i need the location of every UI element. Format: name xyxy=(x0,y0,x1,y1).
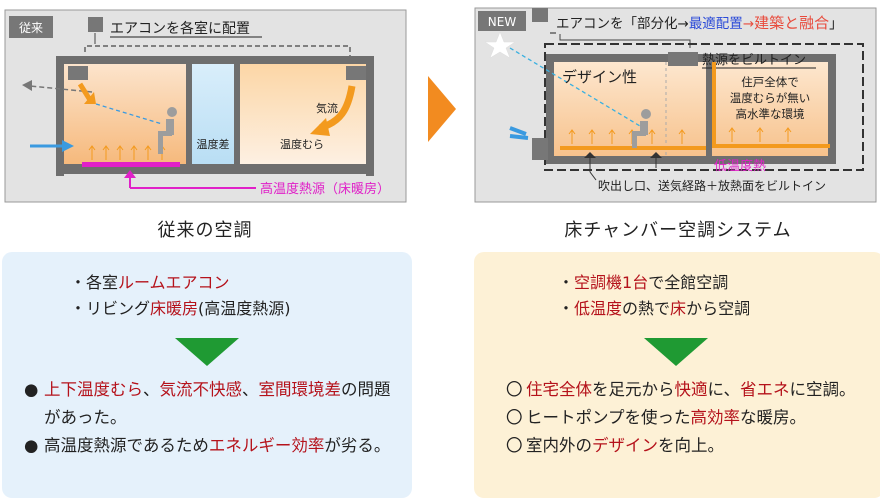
outlet-text: 吹出し口、送気経路＋放熱面をビルトイン xyxy=(598,178,826,193)
design-label: デザイン性 xyxy=(562,68,637,86)
left-bullet-1: ・各室ルームエアコン xyxy=(70,273,230,292)
right-summary-panel: ・空調機1台で全館空調 ・低温度の熱で床から空調 〇住宅全体を足元から快適に、省… xyxy=(474,252,880,498)
airflow-label: 気流 xyxy=(316,101,338,115)
conventional-diagram: 従来 エアコンを各室に配置 気流 温度差 温度むら xyxy=(4,9,407,203)
left-top-label: エアコンを各室に配置 xyxy=(110,20,250,37)
floor-chamber-unit xyxy=(532,138,548,160)
left-caption: 従来の空調 xyxy=(157,220,253,241)
left-results: ●上下温度むら、気流不快感、室間環境差の問題があった。 ●高温度熱源であるためエ… xyxy=(24,376,394,460)
right-bullet-1: ・空調機1台で全館空調 xyxy=(558,273,729,292)
right-caption: 床チャンバー空調システム xyxy=(564,220,792,241)
left-result-1: ●上下温度むら、気流不快感、室間環境差の問題があった。 xyxy=(24,380,391,427)
heat-builtin-label: 熱源をビルトイン xyxy=(702,53,806,68)
warm-room-new-left xyxy=(554,62,706,156)
right-bullets: ・空調機1台で全館空調 ・低温度の熱で床から空調 xyxy=(558,270,750,322)
right-top-label: エアコンを「部分化→最適配置→建築と融合」 xyxy=(556,14,843,32)
house-text-3: 高水準な環境 xyxy=(736,107,805,121)
left-summary-panel: ・各室ルームエアコン ・リビング床暖房(高温度熱源) ●上下温度むら、気流不快感… xyxy=(2,252,412,498)
right-result-3: 〇室内外のデザインを向上。 xyxy=(506,436,724,455)
aircon-unit-left xyxy=(68,66,88,80)
heat-source-label: 高温度熱源（床暖房） xyxy=(260,181,390,197)
right-results: 〇住宅全体を足元から快適に、省エネに空調。 〇ヒートポンプを使った高効率な暖房。… xyxy=(506,376,866,460)
aircon-unit-right xyxy=(346,66,366,80)
left-result-2: ●高温度熱源であるためエネルギー効率が劣る。 xyxy=(24,436,391,455)
aircon-legend-icon xyxy=(88,17,103,32)
temp-unevenness-label: 温度むら xyxy=(280,137,324,151)
down-arrow-icon-right xyxy=(644,338,708,366)
warm-room-new-right xyxy=(712,62,828,156)
right-bullet-2: ・低温度の熱で床から空調 xyxy=(558,299,751,318)
left-bullets: ・各室ルームエアコン ・リビング床暖房(高温度熱源) xyxy=(70,270,291,322)
star-icon xyxy=(484,31,516,59)
warm-room-left xyxy=(64,64,186,164)
conventional-tag: 従来 xyxy=(19,21,43,35)
new-tag: NEW xyxy=(488,15,517,29)
right-result-1: 〇住宅全体を足元から快適に、省エネに空調。 xyxy=(506,380,856,399)
person-icon-new xyxy=(632,109,651,148)
person-icon xyxy=(158,107,177,154)
left-bullet-2: ・リビング床暖房(高温度熱源) xyxy=(70,299,291,318)
transition-arrow-icon xyxy=(428,76,456,142)
down-arrow-icon xyxy=(175,338,239,366)
low-temp-heat-label: 低温度熱 xyxy=(714,158,766,174)
floor-chamber-diagram: NEW エアコンを「部分化→最適配置→建築と融合」 熱源をビルトイン デザイン性… xyxy=(474,7,877,203)
house-text-2: 温度むらが無い xyxy=(730,91,811,105)
right-result-2: 〇ヒートポンプを使った高効率な暖房。 xyxy=(506,408,807,427)
temp-diff-label: 温度差 xyxy=(197,137,230,151)
floor-heating-strip xyxy=(82,162,180,167)
aircon-legend-icon-new xyxy=(532,8,548,22)
house-text-1: 住戸全体で xyxy=(741,75,799,89)
heat-source-box xyxy=(668,52,698,66)
hallway xyxy=(192,64,234,164)
